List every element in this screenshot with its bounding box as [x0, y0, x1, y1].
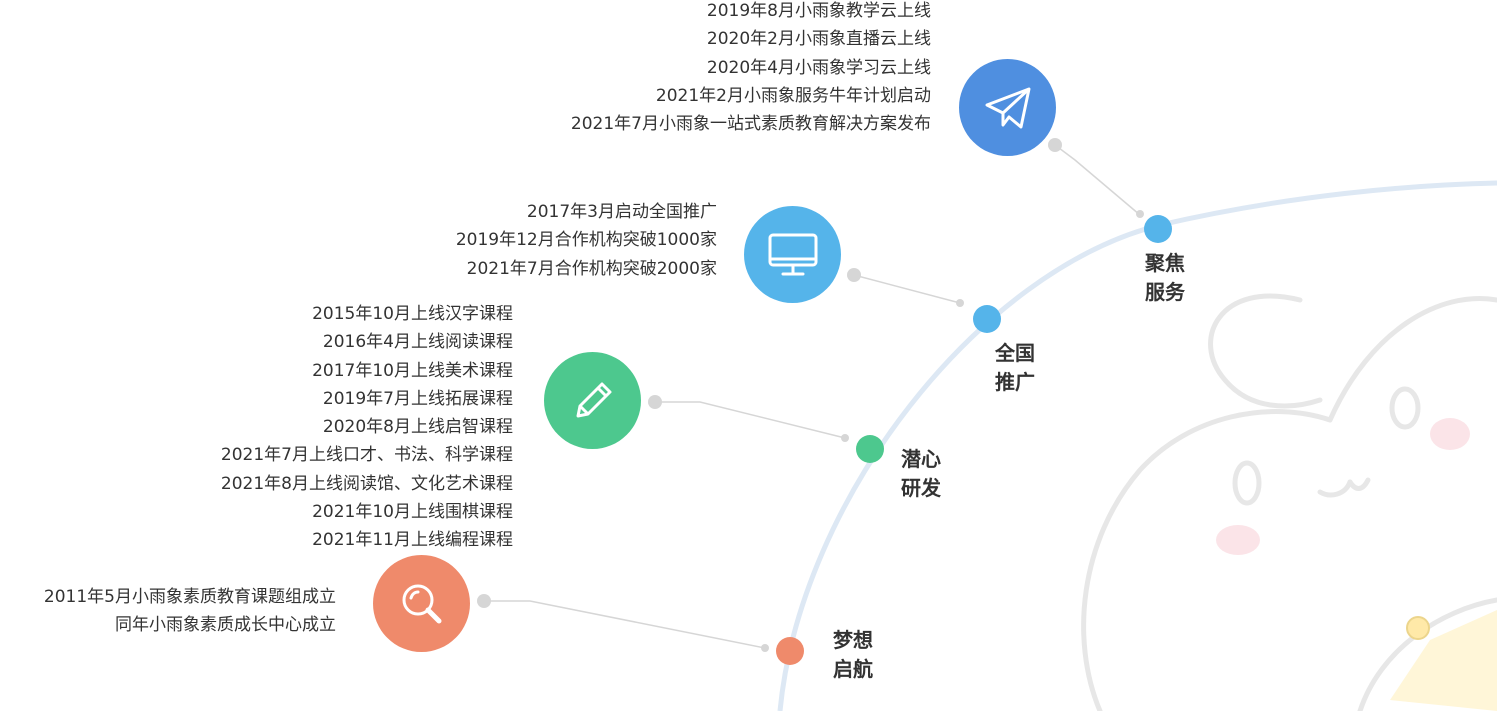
stage-label-yanfa: 潜心 研发 — [901, 447, 941, 500]
mascot-bell — [1406, 616, 1430, 640]
event-item: 2017年3月启动全国推广 — [526, 202, 717, 222]
event-item: 2021年10月上线围棋课程 — [312, 502, 513, 523]
stage-label-tuiguang: 全国 推广 — [995, 341, 1035, 394]
events-list-yanfa: 2015年10月上线汉字课程 2016年4月上线阅读课程 2017年10月上线美… — [221, 300, 513, 555]
stage-icon-yanfa — [544, 352, 641, 449]
connector-end-dot — [477, 594, 491, 608]
event-item: 同年小雨象素质成长中心成立 — [115, 615, 336, 636]
event-item: 2021年7月上线口才、书法、科学课程 — [220, 445, 513, 466]
event-item: 2016年4月上线阅读课程 — [322, 332, 513, 353]
event-item: 2021年8月上线阅读馆、文化艺术课程 — [220, 473, 513, 494]
stage-icon-tuiguang — [744, 206, 841, 303]
paper-plane-icon — [985, 87, 1030, 128]
connector-end-dot — [956, 299, 964, 307]
mascot-cheek-right — [1430, 418, 1470, 450]
events-list-tuiguang: 2017年3月启动全国推广 2019年12月合作机构突破1000家 2021年7… — [456, 198, 717, 283]
event-item: 2011年5月小雨象素质教育课题组成立 — [43, 587, 336, 607]
pencil-icon — [576, 382, 611, 417]
event-item: 2020年2月小雨象直播云上线 — [706, 29, 931, 50]
connector-end-dot — [841, 434, 849, 442]
magnifier-icon — [402, 584, 441, 623]
event-item: 2019年7月上线拓展课程 — [322, 388, 513, 409]
event-item: 2017年10月上线美术课程 — [312, 360, 513, 381]
milestone-dot-yanfa — [856, 435, 884, 463]
stage-label-qihang: 梦想 启航 — [833, 628, 873, 681]
event-item: 2019年12月合作机构突破1000家 — [455, 230, 717, 251]
connector-end-dot — [761, 644, 769, 652]
event-item: 2021年2月小雨象服务牛年计划启动 — [655, 85, 931, 106]
event-item: 2021年7月小雨象一站式素质教育解决方案发布 — [570, 114, 931, 135]
connector-tuiguang — [853, 274, 961, 304]
events-list-fuwu: 2019年8月小雨象教学云上线 2020年2月小雨象直播云上线 2020年4月小… — [571, 0, 931, 138]
stage-icon-qihang — [373, 555, 470, 652]
mascot-body-shade — [1390, 610, 1497, 711]
event-item: 2021年11月上线编程课程 — [312, 530, 513, 551]
milestone-dot-fuwu — [1144, 215, 1172, 243]
connector-qihang — [484, 600, 766, 649]
connector-end-dot — [648, 395, 662, 409]
stage-icon-fuwu — [959, 59, 1056, 156]
mascot-cheek-left — [1216, 525, 1260, 555]
timeline-arc — [777, 180, 1497, 711]
event-item: 2020年4月小雨象学习云上线 — [706, 57, 931, 78]
connector-fuwu — [1054, 144, 1141, 216]
connector-end-dot — [1136, 210, 1144, 218]
event-item: 2020年8月上线启智课程 — [322, 417, 513, 438]
stage-label-fuwu: 聚焦 服务 — [1145, 251, 1185, 304]
event-item: 2019年8月小雨象教学云上线 — [706, 1, 931, 21]
elephant-mascot-illustration — [1081, 293, 1497, 711]
events-list-qihang: 2011年5月小雨象素质教育课题组成立 同年小雨象素质成长中心成立 — [44, 583, 336, 640]
event-item: 2015年10月上线汉字课程 — [312, 304, 513, 324]
event-item: 2021年7月合作机构突破2000家 — [466, 258, 717, 279]
monitor-icon — [768, 233, 817, 275]
connector-yanfa — [655, 401, 846, 439]
milestone-dot-tuiguang — [973, 305, 1001, 333]
connector-end-dot — [1048, 138, 1062, 152]
milestone-dot-qihang — [776, 637, 804, 665]
connector-end-dot — [847, 268, 861, 282]
